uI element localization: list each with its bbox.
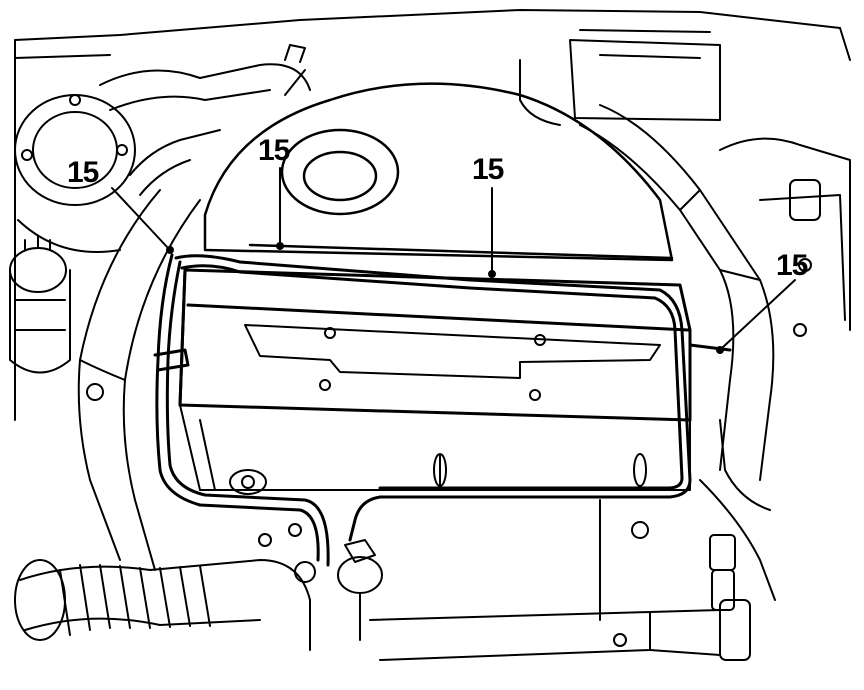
cam-cover	[178, 268, 692, 422]
right-strut-tower	[719, 137, 851, 337]
right-intake-hose	[579, 104, 775, 481]
leader-line-icon	[111, 167, 796, 354]
callout-label-harness-top-left: 15	[258, 134, 290, 167]
callout-label-harness-left: 15	[67, 156, 99, 189]
body-outline	[14, 9, 851, 421]
callout-label-harness-top-center: 15	[472, 153, 504, 186]
sensors	[258, 523, 383, 641]
right-connectors	[699, 419, 776, 611]
bottom-left-hose	[14, 559, 311, 651]
left-reservoir	[9, 235, 71, 374]
callout-label-harness-right: 15	[776, 249, 808, 282]
left-strut-tower	[14, 94, 136, 253]
engine-cover	[203, 82, 674, 262]
upper-hoses	[99, 44, 311, 196]
cam-cover-ridge	[244, 324, 661, 401]
wiring-harness-icon	[153, 253, 732, 567]
bottom-right-pipe	[369, 499, 751, 661]
oil-filler-cap	[280, 128, 400, 216]
right-air-box	[519, 29, 721, 126]
